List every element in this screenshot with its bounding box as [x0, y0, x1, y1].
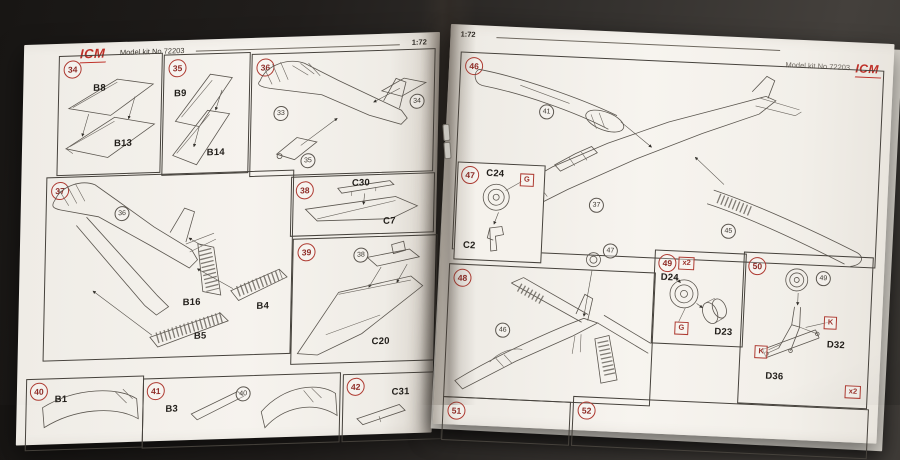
- part-label-c20: C20: [371, 335, 390, 348]
- step-50-diagram: [762, 268, 828, 359]
- part-label-c30: C30: [351, 177, 371, 189]
- part-label-b4: B4: [256, 300, 270, 312]
- part-label-b9: B9: [173, 87, 187, 100]
- part-label-b5: B5: [193, 330, 207, 342]
- part-label-b16: B16: [182, 296, 201, 309]
- step-51-panel: 51: [441, 396, 571, 446]
- sprue-badge-k-1: K: [823, 316, 838, 330]
- step-49-diagram: [669, 276, 727, 324]
- part-label-d36: D36: [765, 370, 784, 383]
- part-label-c7: C7: [382, 215, 396, 227]
- part-label-d24: D24: [660, 271, 679, 284]
- step-36-panel: 36 33 35 34: [249, 48, 436, 178]
- header-rule-right: [496, 37, 781, 51]
- step-42-panel: 42 C31: [341, 371, 443, 443]
- step-39-panel: 39 38 C20: [290, 234, 438, 365]
- step-34-panel: 34 B8 B13: [56, 52, 163, 177]
- step-38-panel: 38 C30 C7: [289, 172, 436, 237]
- quantity-badge-x2-50: x2: [844, 385, 862, 399]
- part-label-d23: D23: [714, 326, 733, 339]
- part-label-b8: B8: [93, 82, 106, 94]
- wheel-callout-47: [586, 252, 601, 268]
- step-37-diagram: [52, 182, 288, 348]
- part-label-c24: C24: [486, 167, 505, 180]
- part-label-c2: C2: [462, 239, 476, 252]
- step-50-panel: 50 49 K D32 K D36 x2: [737, 251, 874, 410]
- sprue-badge-g: G: [519, 173, 535, 187]
- part-label-b1: B1: [54, 393, 68, 406]
- step-40-diagram: [42, 388, 139, 429]
- step-51-number: 51: [447, 401, 466, 421]
- part-label-b3: B3: [165, 403, 179, 415]
- staple: [443, 141, 452, 160]
- left-page: ICM Model kit No 72203 1:72 34 B8 B13 35…: [15, 32, 443, 452]
- step-47-panel: 47 C24 G C2: [453, 161, 546, 264]
- right-page: 1:72 Model kit No 72203 ICM 46 41 37 45 …: [432, 24, 895, 460]
- step-34-diagram: [64, 78, 156, 158]
- part-label-c31: C31: [391, 386, 410, 398]
- step-35-diagram: [172, 73, 233, 166]
- sprue-badge-g-49: G: [674, 321, 689, 335]
- step-48-diagram: [454, 270, 651, 390]
- step-40-panel: 40 B1: [24, 375, 145, 452]
- scale-label-right: 1:72: [460, 29, 476, 40]
- staple: [442, 123, 451, 142]
- part-label-b13: B13: [113, 137, 133, 150]
- scale-label: 1:72: [411, 37, 427, 47]
- step-41-panel: 41 B3 40: [141, 372, 341, 449]
- step-42-diagram: [356, 404, 406, 426]
- sprue-badge-k-2: K: [754, 345, 769, 359]
- step-39-diagram: [296, 240, 424, 356]
- part-label-d32: D32: [826, 339, 846, 352]
- step-47-diagram: [482, 181, 523, 252]
- step-49-panel: 49 x2 D24 G D23: [650, 249, 747, 348]
- step-37-panel: 37 36 B16 B4 B5: [42, 169, 295, 362]
- step-35-panel: 35 B9 B14: [161, 51, 251, 176]
- step-36-diagram: [258, 60, 428, 161]
- part-label-b14: B14: [206, 146, 225, 159]
- step-52-number: 52: [577, 401, 597, 420]
- step-38-diagram: [304, 180, 419, 222]
- step-48-panel: 48 46: [443, 263, 656, 407]
